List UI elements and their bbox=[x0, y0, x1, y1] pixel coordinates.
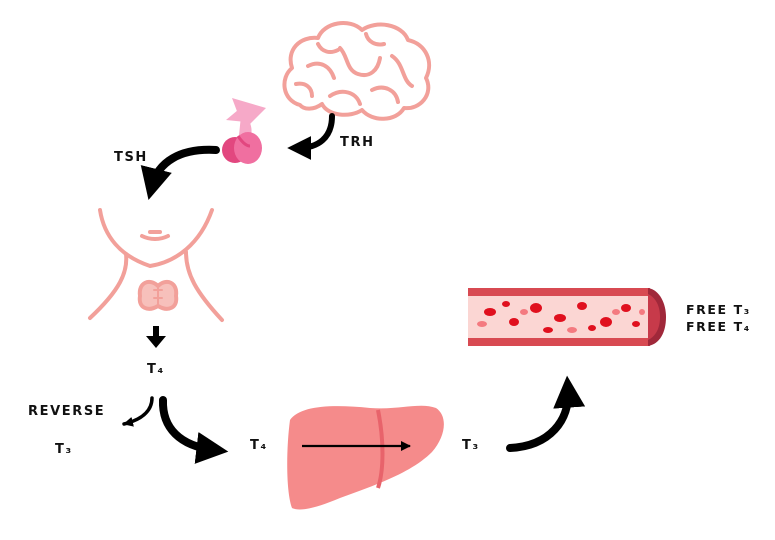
label-t4-thyroid: T₄ bbox=[147, 362, 165, 377]
arrow-to-liver bbox=[158, 396, 229, 464]
arrow-trh bbox=[287, 113, 335, 160]
label-t4-liver: T₄ bbox=[250, 438, 268, 453]
arrow-thyroid-down bbox=[146, 326, 166, 348]
arrow-to-blood bbox=[506, 375, 586, 452]
arrow-reverse-t3 bbox=[122, 396, 154, 427]
label-trh: TRH bbox=[340, 135, 375, 150]
pituitary-icon bbox=[222, 98, 266, 164]
label-t3-reverse: T₃ bbox=[55, 442, 73, 457]
neck-thyroid-icon bbox=[88, 208, 224, 322]
arrow-tsh bbox=[140, 145, 220, 200]
liver-icon bbox=[287, 405, 444, 510]
label-reverse: REVERSE bbox=[28, 404, 106, 419]
blood-vessel-icon bbox=[468, 288, 666, 346]
label-free-t4: FREE T₄ bbox=[686, 319, 751, 334]
label-free-t3: FREE T₃ bbox=[686, 302, 751, 317]
label-t3-liver: T₃ bbox=[462, 438, 480, 453]
label-tsh: TSH bbox=[114, 150, 148, 165]
brain-icon bbox=[282, 21, 432, 121]
